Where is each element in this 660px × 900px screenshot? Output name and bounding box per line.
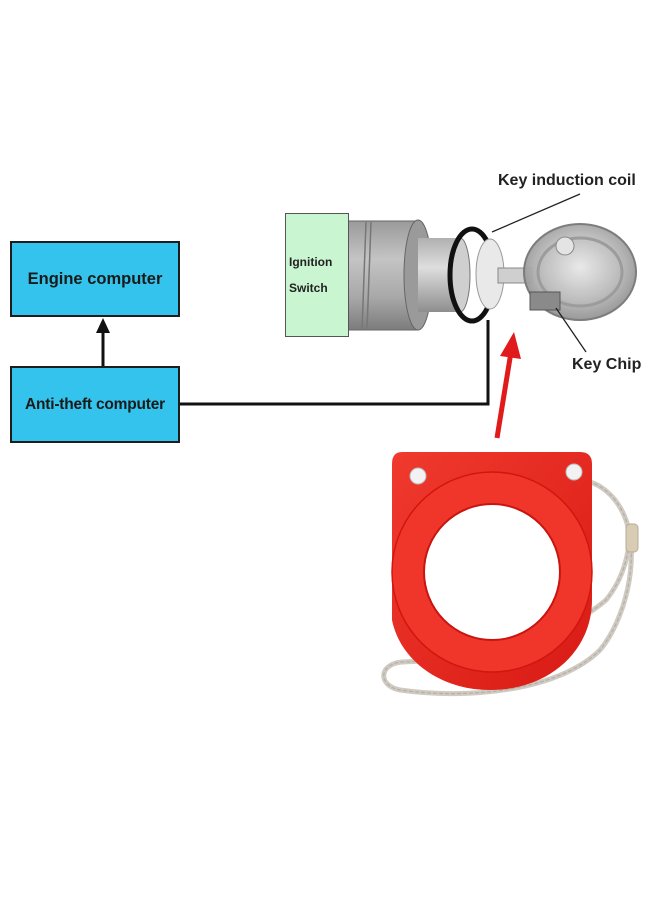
screw — [409, 467, 427, 485]
ignition-cylinder — [347, 219, 505, 331]
car-key — [497, 223, 637, 321]
ignition-switch-box: Ignition Switch — [285, 213, 349, 337]
key-induction-coil-label: Key induction coil — [498, 172, 636, 189]
antitheft-to-coil-wire — [180, 320, 490, 406]
lanyard-slider — [625, 523, 639, 553]
ignition-label-line1: Ignition — [289, 255, 333, 269]
antitheft-computer-box: Anti-theft computer — [10, 366, 180, 443]
antitheft-computer-label: Anti-theft computer — [25, 395, 165, 413]
red-coil-ring — [391, 452, 593, 690]
wiring — [96, 318, 490, 406]
arrow-up-head — [96, 318, 110, 333]
red-arrow — [494, 332, 521, 439]
coil-leader-line — [491, 193, 581, 233]
lanyard-hole — [565, 463, 583, 481]
engine-computer-box: Engine computer — [10, 241, 180, 317]
lanyard — [381, 477, 639, 697]
key-chip-label: Key Chip — [572, 356, 642, 373]
engine-computer-label: Engine computer — [27, 269, 163, 288]
ignition-label-line2: Switch — [289, 281, 328, 295]
chip-leader-line — [555, 307, 587, 353]
key-chip — [529, 291, 561, 311]
